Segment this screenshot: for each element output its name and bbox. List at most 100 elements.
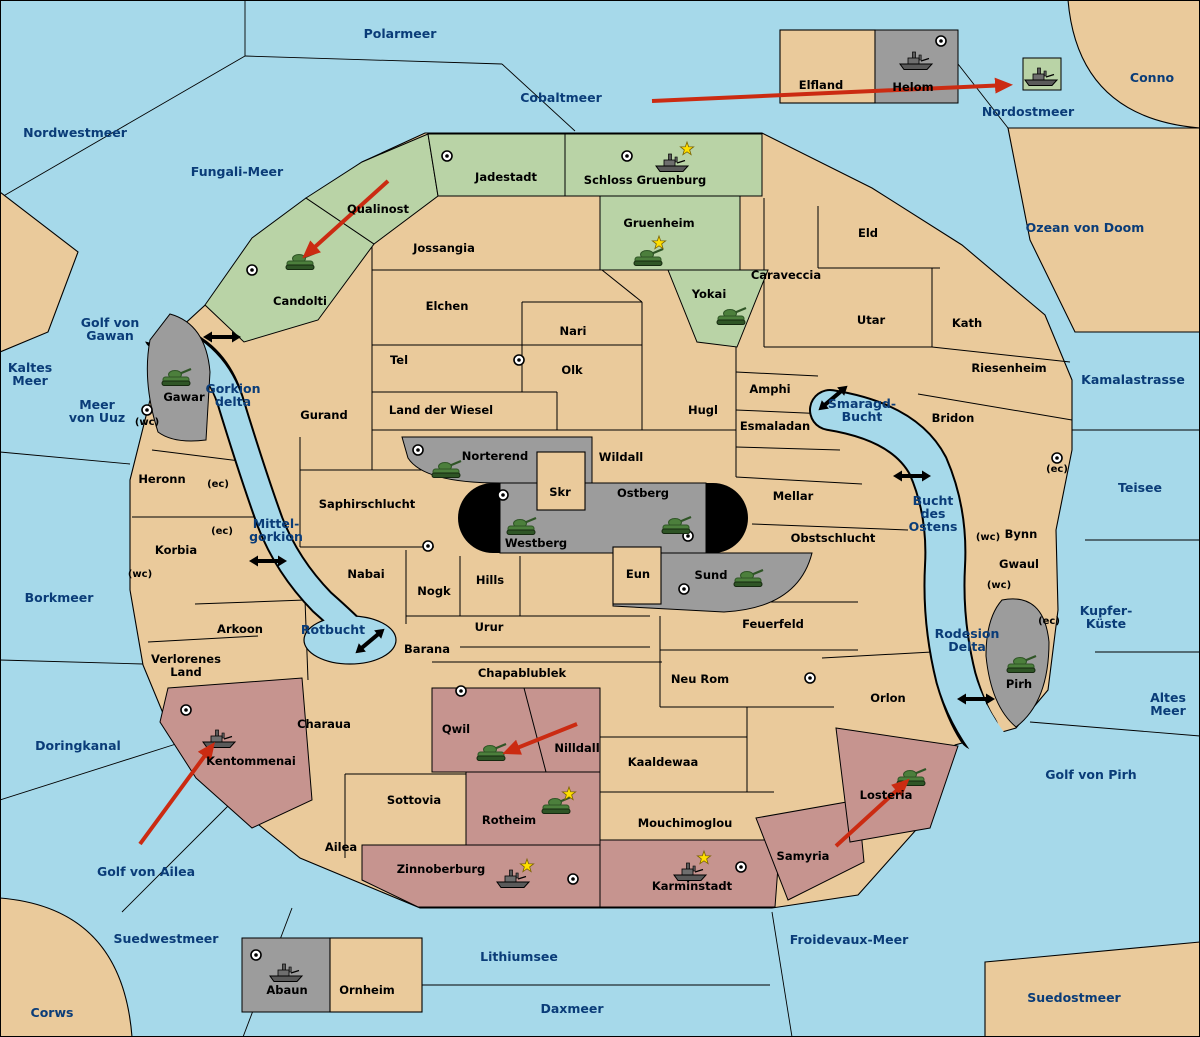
sea-label: Rotbucht: [301, 622, 365, 637]
territory-label: Schloss Gruenburg: [584, 173, 706, 187]
sea-label: Cobaltmeer: [520, 90, 602, 105]
territory-label: Westberg: [505, 536, 567, 550]
region-kentommenai: [159, 677, 313, 829]
territory-label: Eld: [858, 226, 878, 240]
supply-center-icon: [935, 35, 947, 47]
territory-label: Samyria: [777, 849, 830, 863]
territory-label: Gurand: [300, 408, 347, 422]
sea-label: Lithiumsee: [480, 949, 558, 964]
territory-label: Bynn: [1005, 527, 1038, 541]
territory-label: Qwil: [442, 722, 470, 736]
territory-label: Candolti: [273, 294, 327, 308]
territory-label: Arkoon: [217, 622, 263, 636]
territory-label: Sottovia: [387, 793, 441, 807]
territory-label: Norterend: [462, 449, 528, 463]
region-ornheim: [329, 937, 423, 1013]
territory-label: Amphi: [749, 382, 790, 396]
territory-label: Rotheim: [482, 813, 536, 827]
sea-label: Golf von Pirh: [1045, 767, 1136, 782]
territory-label: Tel: [390, 353, 408, 367]
coast-label: (wc): [976, 532, 1000, 543]
region-zinnoberburg: [361, 844, 601, 908]
territory-label: Jadestadt: [474, 170, 537, 184]
supply-center-icon: [735, 861, 747, 873]
sea-label: Ozean von Doom: [1026, 220, 1145, 235]
sea-label: Conno: [1130, 70, 1175, 85]
attack-arrow: [502, 722, 578, 755]
sea-label: Nordwestmeer: [23, 125, 128, 140]
sea-label: Teisee: [1118, 480, 1162, 495]
supply-center-icon: [250, 949, 262, 961]
territory-label: Helom: [892, 80, 933, 94]
supply-center-icon: [141, 404, 153, 416]
qwil-nilldall-border: [523, 687, 547, 773]
region-gruenheim: [599, 195, 741, 271]
coast-label: (ec): [1038, 616, 1060, 627]
coast-label: (ec): [211, 526, 233, 537]
territory-label: Ostberg: [617, 486, 669, 500]
region-schloss-gruenburg: [564, 133, 763, 197]
territory-label: Wildall: [599, 450, 643, 464]
territory-label: Sund: [695, 568, 728, 582]
supply-center-icon: [412, 444, 424, 456]
suedost-landmass: [984, 941, 1200, 1037]
coast-label: (ec): [1046, 464, 1068, 475]
attack-arrow: [302, 179, 390, 259]
territory-label: Yokai: [691, 287, 727, 301]
supply-center-icon: [180, 704, 192, 716]
territory-label: Feuerfeld: [742, 617, 804, 631]
territory-label: Jossangia: [412, 241, 475, 255]
supply-center-icon: [678, 583, 690, 595]
sea-label: Polarmeer: [364, 26, 438, 41]
territory-label: Olk: [561, 363, 583, 377]
territory-label: Heronn: [138, 472, 185, 486]
territory-label: Ornheim: [339, 983, 395, 997]
territory-label: Pirh: [1006, 677, 1032, 691]
sea-label: Kupfer-Küste: [1080, 603, 1133, 631]
territory-label: Barana: [404, 642, 450, 656]
coast-label: (wc): [128, 569, 152, 580]
sea-label: Smaragd-Bucht: [828, 396, 896, 424]
coast-label: (wc): [135, 417, 159, 428]
territory-label: Abaun: [266, 983, 307, 997]
region-sund: [612, 552, 813, 613]
sea-label: Mittel-gorkion: [249, 516, 303, 544]
territory-label: Bridon: [932, 411, 975, 425]
territory-label: Hugl: [688, 403, 718, 417]
territory-label: Elchen: [426, 299, 469, 313]
red-arrows-layer: [138, 77, 1013, 848]
region-rotheim: [465, 771, 601, 846]
territory-label: Ailea: [325, 840, 357, 854]
sea-label: Nordostmeer: [982, 104, 1075, 119]
doom-landmass: [1007, 127, 1200, 333]
coast-labels-layer: (wc)(ec)(ec)(wc)(ec)(wc)(wc)(ec): [128, 417, 1068, 627]
territory-label: Obstschlucht: [791, 531, 876, 545]
corws-landmass: [0, 897, 133, 1037]
territory-label: Chapablublek: [478, 666, 567, 680]
sea-labels-layer: PolarmeerCobaltmeerNordwestmeerFungali-M…: [8, 26, 1187, 1020]
territory-label: Qualinost: [347, 202, 410, 216]
ostens-channel: [811, 391, 1011, 767]
region-eun: [612, 546, 662, 605]
supply-center-icon: [567, 873, 579, 885]
territory-label: Eun: [626, 567, 650, 581]
territory-label: Gwaul: [999, 557, 1039, 571]
supply-center-icon: [497, 489, 509, 501]
territory-label: Nari: [560, 324, 587, 338]
supply-center-icon: [513, 354, 525, 366]
territory-label: Kath: [952, 316, 982, 330]
territory-label: Hills: [476, 573, 504, 587]
coast-label: (ec): [207, 479, 229, 490]
territory-label: Utar: [857, 313, 886, 327]
territory-label: Orlon: [870, 691, 905, 705]
